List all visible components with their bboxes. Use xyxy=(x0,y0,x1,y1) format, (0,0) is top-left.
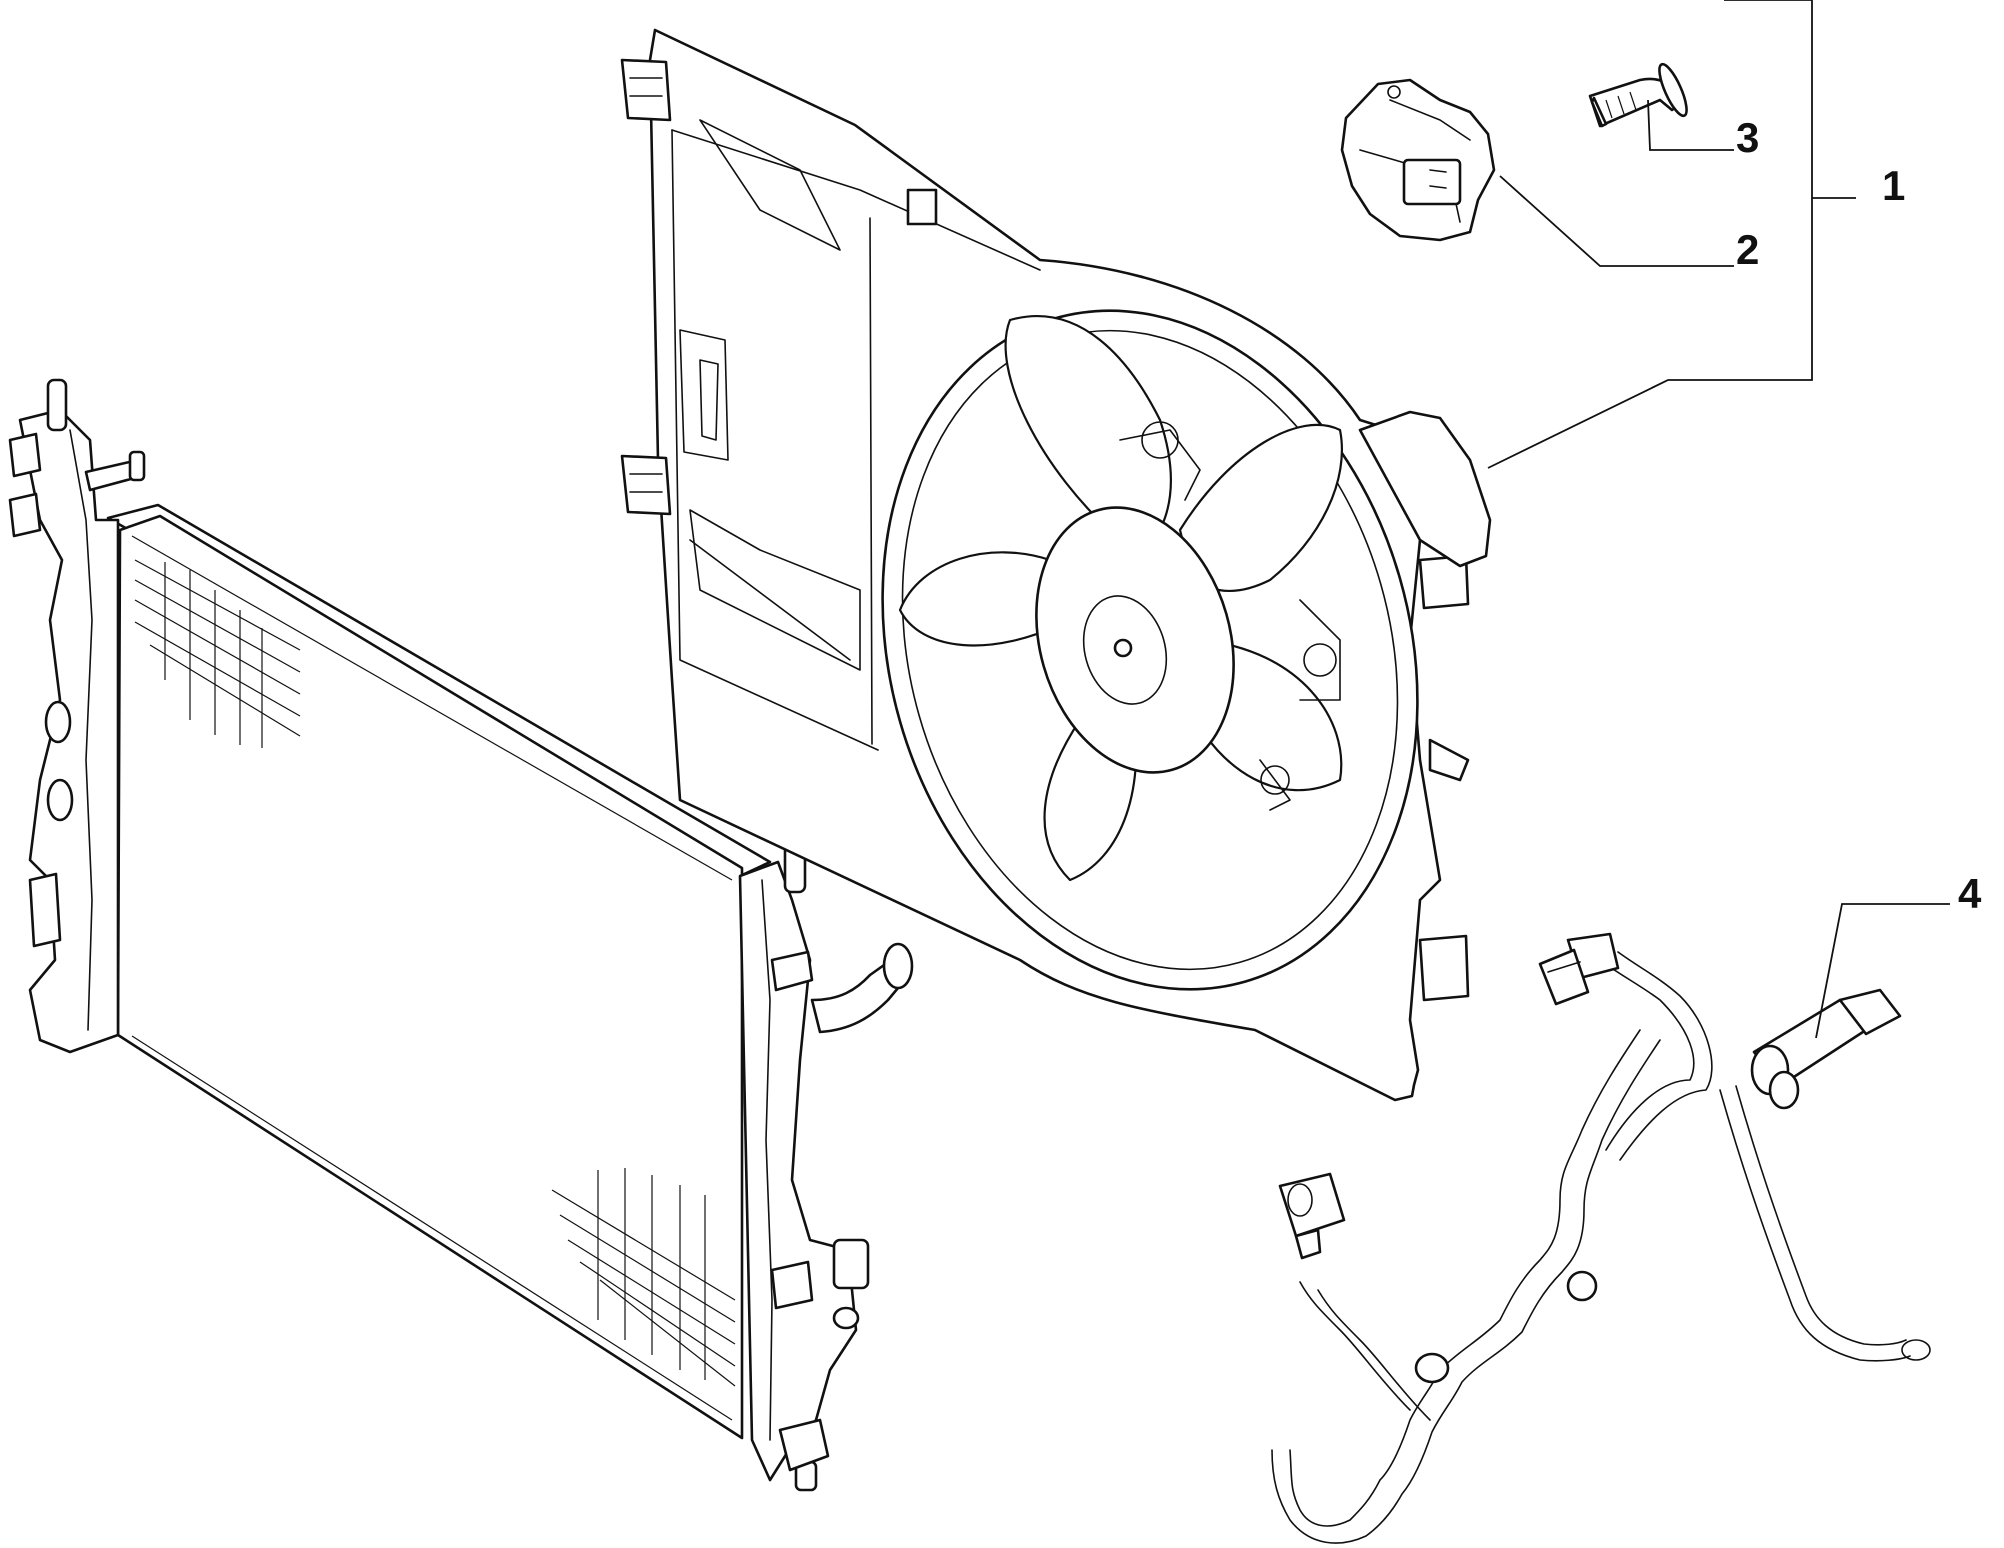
fan-resistor xyxy=(1340,78,1496,242)
radiator-fins-bottom xyxy=(551,1168,736,1387)
harness-clip xyxy=(1414,1352,1450,1384)
harness-connector-top xyxy=(1538,932,1620,1006)
callout-2: 2 xyxy=(1736,226,1759,273)
leader-lines xyxy=(1487,0,1950,1039)
radiator-core-face xyxy=(116,514,744,1440)
fan-blades xyxy=(898,314,1343,882)
callout-1: 1 xyxy=(1882,162,1905,209)
callout-4: 4 xyxy=(1958,870,1982,917)
shroud-clip-top-left xyxy=(620,58,672,122)
harness-clip xyxy=(1566,1270,1598,1302)
wiring-harness xyxy=(1271,932,1931,1544)
harness-connector-right xyxy=(1750,988,1902,1110)
radiator xyxy=(8,378,914,1492)
fan-hub xyxy=(1035,506,1235,774)
harness-connector-left xyxy=(1278,1172,1346,1260)
radiator-left-pin xyxy=(46,378,68,432)
radiator-fins-top xyxy=(134,559,301,748)
callout-3: 3 xyxy=(1736,114,1759,161)
fan-shroud-assembly xyxy=(620,28,1492,1102)
fan-motor-connector xyxy=(1358,410,1492,568)
screw xyxy=(1588,62,1688,128)
shroud-clip-bottom-left xyxy=(620,454,672,516)
